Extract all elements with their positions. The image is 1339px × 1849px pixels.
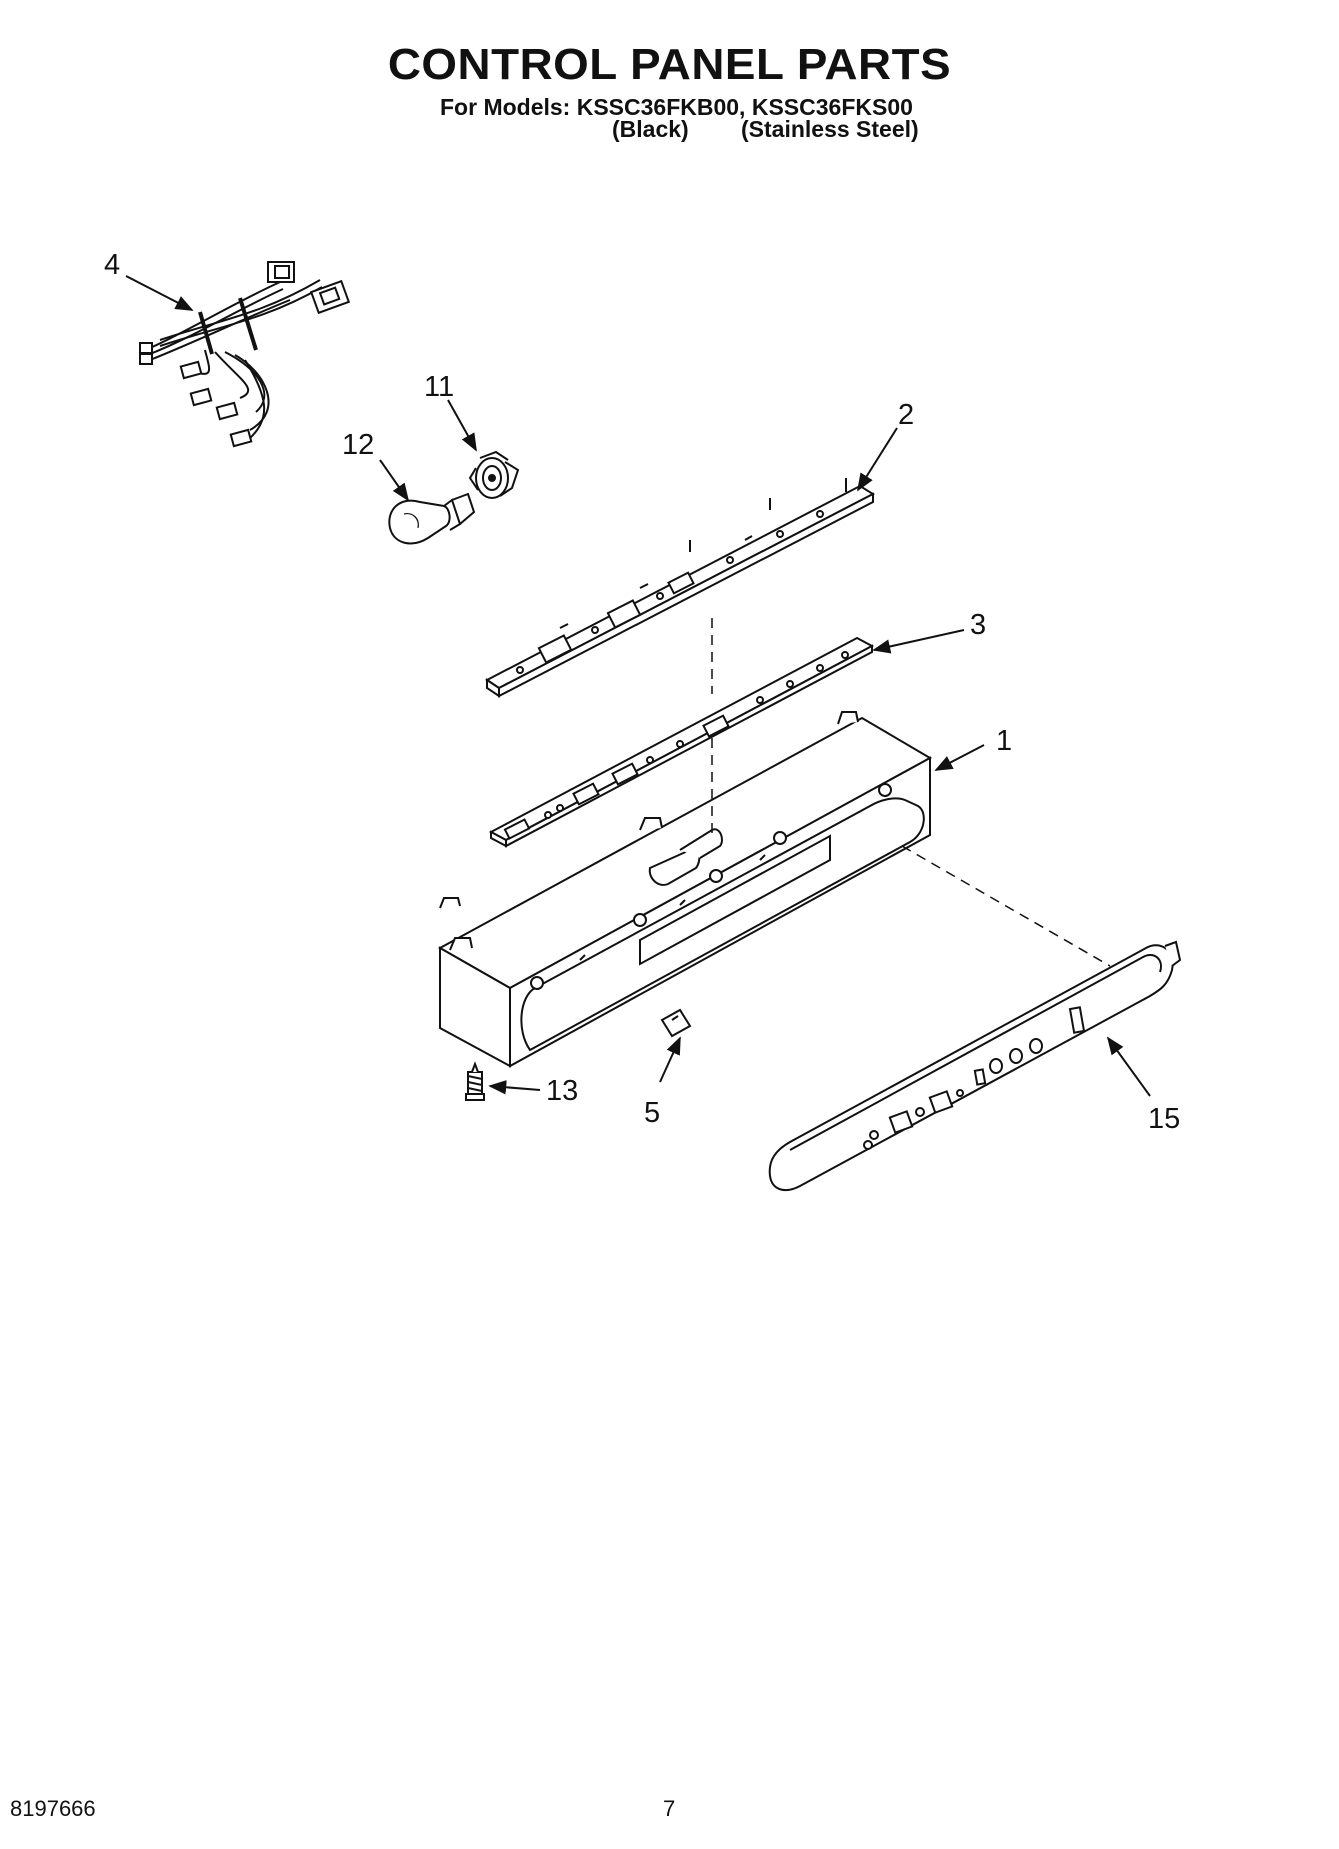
callout-15: 15 [1148, 1103, 1180, 1135]
light-bulb-part [388, 492, 476, 545]
callout-5: 5 [644, 1097, 660, 1129]
callout-4: 4 [104, 249, 120, 281]
variant-black: (Black) [612, 116, 689, 142]
leader-arrows [125, 275, 1151, 1097]
clip-part [660, 1008, 692, 1038]
callout-2: 2 [898, 399, 914, 431]
page-title: CONTROL PANEL PARTS [387, 40, 952, 89]
callout-13: 13 [546, 1075, 578, 1107]
models-line: For Models: KSSC36FKB00, KSSC36FKS00 [440, 94, 913, 120]
document-number: 8197666 [10, 1796, 96, 1821]
variant-stainless: (Stainless Steel) [741, 116, 919, 142]
control-housing-part [437, 711, 933, 1068]
control-overlay-part [768, 940, 1182, 1192]
screw-part [465, 1061, 485, 1101]
lamp-socket-part [468, 450, 520, 499]
wire-harness-part [139, 261, 351, 448]
callout-3: 3 [970, 609, 986, 641]
callout-12: 12 [342, 429, 374, 461]
alignment-lines [711, 618, 1111, 967]
callout-1: 1 [996, 725, 1012, 757]
callout-11: 11 [424, 371, 454, 403]
keypad-board-part [488, 636, 875, 848]
control-board-part [485, 478, 876, 698]
page-number: 7 [663, 1796, 676, 1821]
